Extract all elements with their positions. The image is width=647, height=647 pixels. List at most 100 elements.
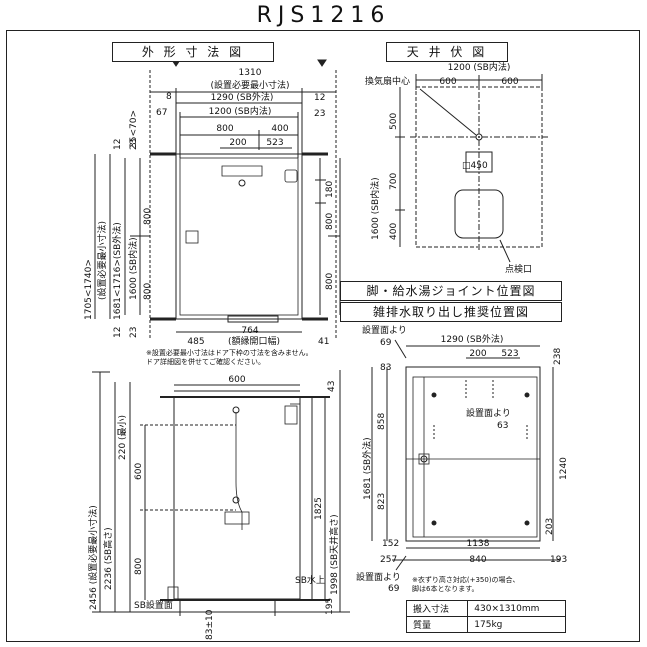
joint-dim-858: 858 (377, 413, 387, 430)
joint-ref-1-val: 69 (380, 338, 392, 348)
outline-title: 外 形 寸 法 図 (112, 42, 274, 62)
dim-800-b: 800 (143, 283, 153, 300)
ceiling-title: 天 井 伏 図 (386, 42, 508, 62)
dim-1290: 1290 (SB外法) (211, 91, 274, 103)
joint-outer (405, 366, 541, 542)
joint-dim-1681: 1681 (SB外法) (361, 437, 373, 500)
dim-23-top: 23 (129, 139, 139, 150)
ceiling-dim-500: 500 (389, 113, 399, 130)
ceiling-fan-size: □450 (462, 161, 488, 171)
elev-dim-2236: 2236 (SB高さ) (102, 527, 114, 590)
ceiling-outline (415, 86, 543, 248)
joint-dim-238: 238 (553, 348, 563, 365)
dim-1600: 1600 (SB内法) (127, 237, 139, 300)
ceiling-fan-center: 換気扇中心 (365, 75, 410, 87)
dim-1681: 1681<1716>(SB外法) (111, 222, 123, 320)
joint-dim-1138: 1138 (467, 539, 490, 549)
foot-note: ※衣ずり高さ対応(+350)の場合、 脚は6本となります。 (412, 576, 520, 594)
dim-8: 8 (166, 92, 172, 102)
joint-dim-152: 152 (382, 539, 399, 549)
dim-200: 200 (229, 138, 246, 148)
elev-dim-600: 600 (228, 375, 245, 385)
joint-ref-3: 設置面より (356, 571, 401, 583)
mixer-faucet (224, 511, 250, 525)
dim-764-note: (額縁開口幅) (228, 335, 280, 347)
dim-67: 67 (156, 108, 167, 118)
install-note: ※設置必要最小寸法はドア下枠の寸法を含みません。 ドア詳細図を併せてご確認くださ… (146, 349, 313, 367)
foot-note-line-2: 脚は6本となります。 (412, 585, 479, 593)
elev-dim-1825: 1825 (314, 497, 324, 520)
joint-dim-193: 193 (550, 555, 567, 565)
elev-dim-195: 195 (325, 598, 335, 615)
elev-label-sb-water: SB水上 (295, 574, 325, 586)
elev-dim-600-v: 600 (134, 463, 144, 480)
drain-fixture (185, 230, 199, 244)
joint-ref-2: 設置面より (466, 407, 511, 419)
spec-row-transport: 搬入寸法 430×1310mm (405, 600, 566, 617)
ceiling-dim-600-b: 600 (501, 77, 518, 87)
dim-800-c: 800 (325, 213, 335, 230)
plan-outer-wall (175, 153, 303, 320)
dim-41: 41 (318, 337, 329, 347)
ceiling-dim-700: 700 (389, 173, 399, 190)
dim-23: 23 (314, 109, 325, 119)
joint-dim-200: 200 (469, 349, 486, 359)
elev-dim-1998: 1998 (SB天井高さ) (328, 514, 340, 595)
ceiling-dim-1200: 1200 (SB内法) (448, 61, 511, 73)
dim-800: 800 (216, 124, 233, 134)
install-note-line-1: ※設置必要最小寸法はドア下枠の寸法を含みません。 (146, 349, 313, 357)
joint-ref-1: 設置面より (362, 324, 407, 336)
elev-dim-220: 220 (最小) (117, 415, 128, 460)
inspection-hatch (454, 189, 504, 239)
dim-12-top: 12 (113, 139, 123, 150)
joint-dim-823: 823 (377, 493, 387, 510)
install-note-line-2: ドア詳細図を併せてご確認ください。 (146, 358, 265, 366)
elev-label-sb-base: SB設置面 (134, 599, 173, 611)
dim-800-d: 800 (325, 273, 335, 290)
dim-485: 485 (187, 337, 204, 347)
faucet-fixture (221, 165, 263, 177)
drawing-frame (6, 30, 640, 642)
elev-dim-2456: 2456 (設置必要最小寸法) (87, 505, 99, 610)
joint-dim-840: 840 (469, 555, 486, 565)
elev-dim-800: 800 (134, 558, 144, 575)
joint-ref-3-val: 69 (388, 584, 400, 594)
dim-1310: 1310 (239, 68, 262, 78)
dim-1705-note: (設置必要最小寸法) (96, 221, 108, 300)
dim-12-bottom: 12 (113, 327, 123, 338)
dim-180: 180 (325, 181, 335, 198)
spec-table: 搬入寸法 430×1310mm 質量 175kg (405, 600, 566, 633)
joint-title: 脚・給水湯ジョイント位置図 (340, 281, 562, 301)
spec-label: 質量 (405, 616, 469, 633)
joint-dim-1240: 1240 (559, 457, 569, 480)
dim-764: 764 (241, 326, 258, 336)
joint-dim-523: 523 (501, 349, 518, 359)
spec-value: 175kg (467, 616, 566, 633)
joint-dim-257: 257 (380, 555, 397, 565)
ceiling-dim-1600: 1600 (SB内法) (369, 177, 381, 240)
elev-dim-83: 83±10 (205, 609, 215, 640)
spec-row-weight: 質量 175kg (405, 616, 566, 633)
drain-title: 雑排水取り出し推奨位置図 (340, 302, 562, 322)
joint-dim-1290: 1290 (SB外法) (441, 333, 504, 345)
ceiling-dim-400: 400 (389, 223, 399, 240)
door-frame (227, 315, 279, 323)
dim-400: 400 (271, 124, 288, 134)
spec-label: 搬入寸法 (405, 600, 469, 617)
ceiling-dim-600-a: 600 (439, 77, 456, 87)
ceiling-hatch-label: 点検口 (505, 263, 532, 275)
joint-inner (412, 376, 538, 538)
spec-value: 430×1310mm (467, 600, 566, 617)
dim-min-size-note: (設置必要最小寸法) (210, 79, 289, 91)
dim-800-a: 800 (143, 208, 153, 225)
dim-523: 523 (266, 138, 283, 148)
joint-ref-2-val: 63 (497, 421, 508, 431)
joint-ref-83: 83 (380, 363, 391, 373)
elev-dim-43: 43 (327, 381, 337, 392)
model-title: RJS1216 (256, 3, 391, 28)
plan-inner-wall (179, 157, 299, 316)
dim-35-70: 35<70> (129, 110, 139, 148)
dim-1200: 1200 (SB内法) (209, 105, 272, 117)
